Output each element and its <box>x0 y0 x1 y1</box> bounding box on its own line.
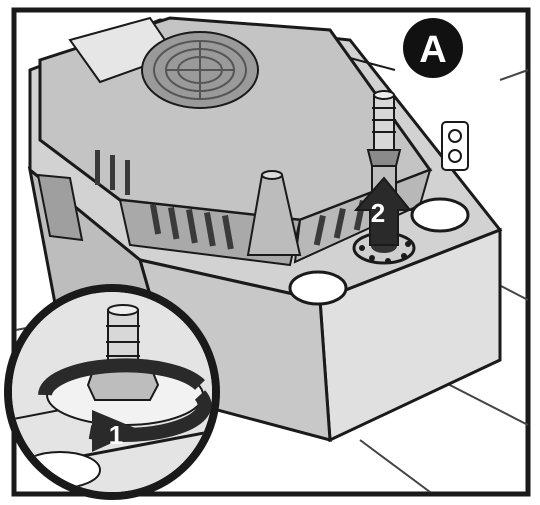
step-1-label: 1 <box>109 420 123 450</box>
inlet-port-front <box>290 272 346 304</box>
inlet-port-right <box>412 199 468 231</box>
electrical-outlet-icon <box>442 122 468 170</box>
step-2-label: 2 <box>371 198 385 228</box>
callout-a-label: A <box>419 29 446 71</box>
fan-grille <box>142 32 258 108</box>
